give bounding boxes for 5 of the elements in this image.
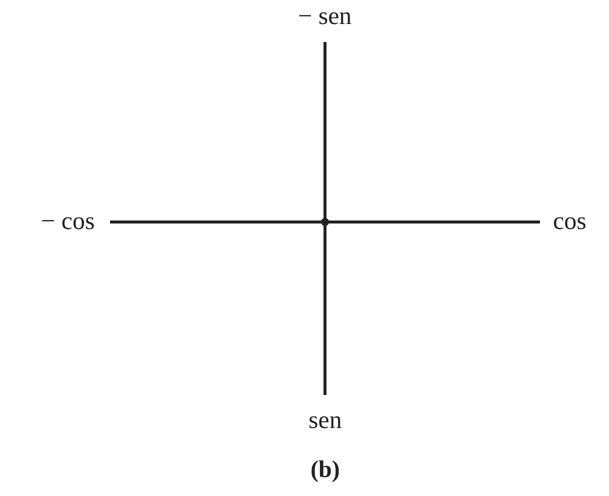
axis-label: sen xyxy=(308,408,342,433)
axis-label: − sen xyxy=(298,4,352,29)
caption: (b) xyxy=(310,458,340,482)
axis-label: cos xyxy=(553,209,586,234)
axis-label: − cos xyxy=(41,209,95,234)
